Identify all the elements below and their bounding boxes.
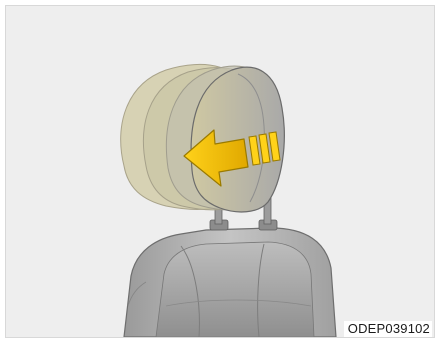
headrest-adjustment-illustration	[6, 6, 434, 337]
figure-frame: ODEP039102	[5, 5, 435, 338]
figure-code: ODEP039102	[344, 321, 432, 337]
seat-back-icon	[124, 220, 336, 337]
